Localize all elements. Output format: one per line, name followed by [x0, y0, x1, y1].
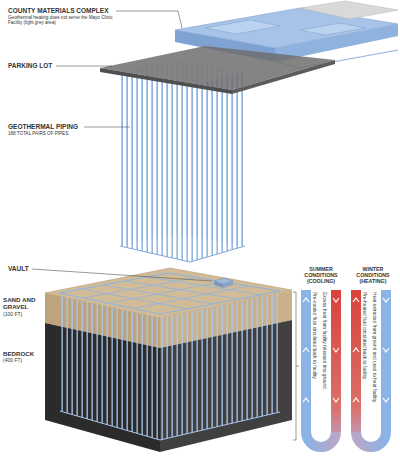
leader-line [84, 127, 130, 128]
flow-arrow [353, 298, 389, 402]
layer-label: SAND AND GRAVEL [3, 296, 43, 310]
flow-note: Pre-heated fluid circulated back to faci… [362, 292, 367, 440]
note-text: 188 TOTAL PAIRS OF PIPES [8, 131, 118, 136]
flow-note: Heat extracted from ground and used to h… [372, 292, 377, 440]
pipe-field [160, 293, 280, 440]
pipe-bottom [120, 246, 245, 262]
dimension-label: (100 FT) [3, 312, 43, 318]
flow-note: Excess heat from facility released into … [322, 292, 327, 440]
flow-arrow [303, 298, 339, 402]
cool-pipe [301, 290, 311, 432]
bracket [296, 366, 299, 367]
bracket [293, 292, 296, 440]
leader-line [56, 66, 112, 67]
part-label: PARKING LOT [8, 62, 98, 69]
roof-detail [205, 20, 280, 34]
vault-box [223, 281, 233, 288]
roof-detail [300, 23, 365, 35]
part-label: VAULT [8, 265, 48, 272]
pipe-bend [306, 432, 336, 447]
vault-box [214, 281, 223, 288]
leader-line [32, 269, 212, 281]
dimension-label: (400 FT) [3, 358, 43, 364]
pipe-bend [356, 432, 386, 447]
leader-line [116, 11, 182, 28]
warm-pipe [351, 290, 361, 432]
part-label: GEOTHERMAL PIPING [8, 123, 108, 130]
warm-pipe [331, 290, 341, 432]
pipe-field [60, 296, 160, 440]
parking-lot-edge [100, 68, 232, 94]
pipe-field [120, 72, 190, 262]
cool-pipe [381, 290, 391, 432]
parking-lot [100, 46, 335, 90]
pipe-bottom [60, 411, 280, 440]
part-label: COUNTY MATERIALS COMPLEX [8, 7, 148, 14]
condition-heading: WINTER CONDITIONS (HEATING) [348, 266, 398, 284]
parking-lot-edge [232, 60, 335, 94]
mayo-area [300, 1, 398, 19]
condition-heading: SUMMER CONDITIONS (COOLING) [298, 266, 344, 284]
note-text: Geothermal heating does not serve the Ma… [8, 15, 118, 26]
layer-label: BEDROCK [3, 350, 43, 357]
pipe-field [190, 72, 245, 262]
flow-note: Pre-cooled fluid circulated back to faci… [312, 292, 317, 440]
